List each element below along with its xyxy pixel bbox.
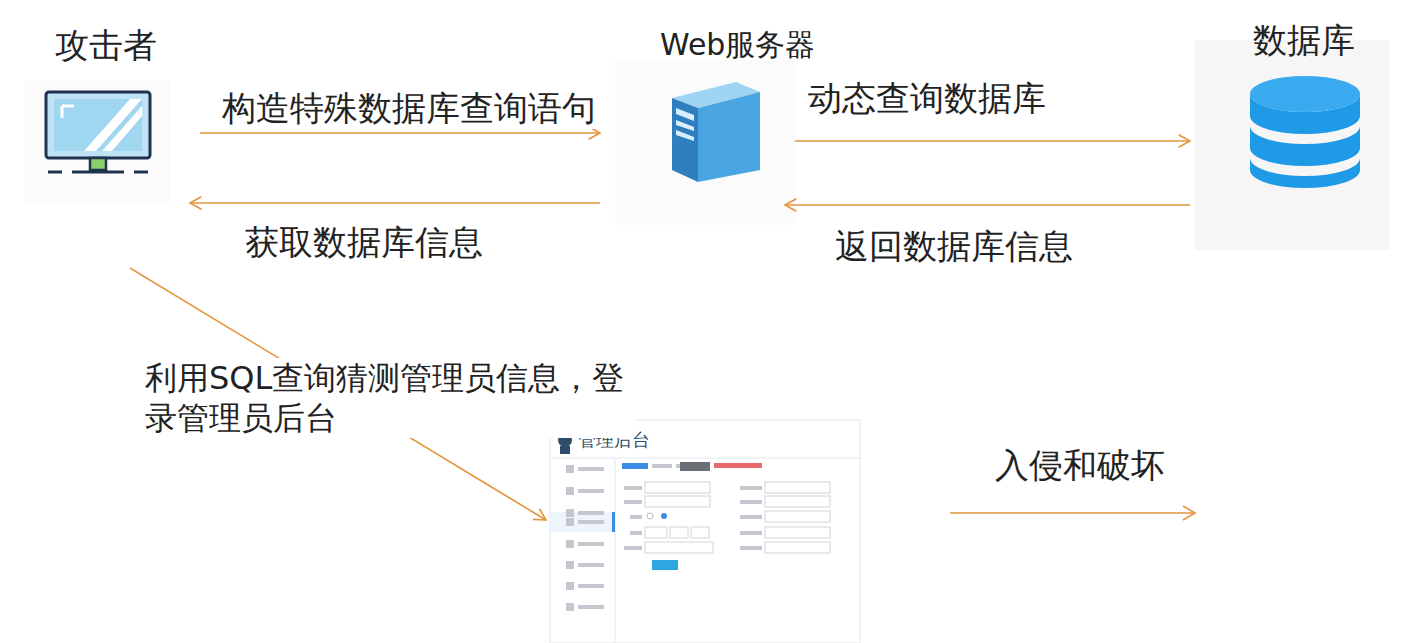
admin-screenshot: [550, 420, 860, 643]
edge-label: 利用SQL查询猜测管理员信息，登录管理员后台: [145, 358, 635, 438]
computer-icon: [25, 80, 170, 205]
connector-arrow: [785, 199, 1190, 211]
database-node: 数据库: [1192, 18, 1392, 250]
database-icon: [1195, 40, 1390, 250]
connector-arrow: [190, 197, 600, 209]
server-icon: [615, 60, 795, 225]
edge-label: 返回数据库信息: [835, 226, 1073, 267]
node-heading: 攻击者: [55, 25, 157, 66]
web-server-node: Web服务器: [612, 25, 797, 225]
connector-arrow: [795, 135, 1190, 147]
attacker-node: 攻击者: [22, 22, 172, 210]
intrusion-arrow: [950, 506, 1195, 520]
node-heading: 数据库: [1253, 20, 1355, 61]
node-heading: Web服务器: [660, 27, 815, 63]
action-label: 入侵和破坏: [995, 445, 1165, 486]
admin-panel-node: 管理后台: [550, 420, 860, 643]
edge-label: 构造特殊数据库查询语句: [222, 88, 596, 129]
edge-label: 动态查询数据库: [808, 78, 1046, 119]
edge-label: 获取数据库信息: [245, 222, 483, 263]
